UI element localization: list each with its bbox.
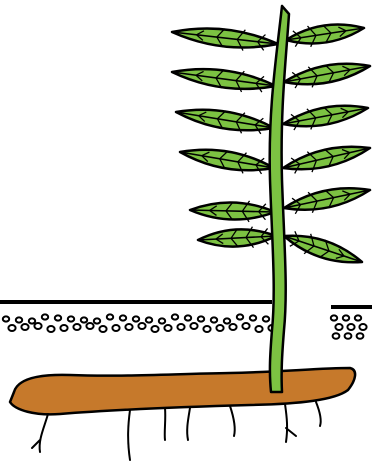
rhizome-body (10, 368, 355, 414)
leaflet (198, 227, 276, 248)
pebble (331, 315, 337, 320)
root-6 (285, 404, 296, 442)
pebble (86, 323, 93, 329)
pebble (263, 316, 269, 321)
pebble (99, 326, 106, 332)
pebble (347, 324, 354, 330)
root-4 (187, 408, 190, 440)
pebble (159, 318, 165, 323)
pebble (68, 316, 74, 321)
pebble (190, 323, 197, 329)
pebble (177, 324, 184, 330)
pebble (357, 333, 364, 339)
leaflet (190, 201, 275, 222)
pebble (8, 325, 15, 331)
pebble (255, 326, 262, 332)
pebble (211, 317, 217, 322)
pebble (237, 314, 243, 319)
leaflet (284, 64, 370, 88)
pebble (185, 315, 191, 320)
pebble (42, 314, 48, 319)
leaflet (176, 110, 274, 134)
pebble (16, 317, 22, 322)
soil-line-left (0, 300, 272, 304)
pebble (242, 323, 249, 329)
pebble (333, 333, 340, 339)
root-5 (230, 406, 235, 436)
pebble (133, 316, 139, 321)
pebble (343, 315, 349, 320)
pebble (151, 326, 158, 332)
pebble (47, 326, 54, 332)
leaflet (284, 188, 370, 214)
rhizome (10, 368, 355, 414)
pebble (55, 315, 61, 320)
pebble (112, 325, 119, 331)
pebble (107, 314, 113, 319)
pebble (216, 325, 223, 331)
leaflet (172, 28, 278, 50)
pebble (3, 316, 9, 321)
stem-body (270, 6, 289, 392)
stem (270, 6, 289, 392)
pebble (164, 325, 171, 331)
root-7 (316, 402, 321, 426)
leaflet (283, 147, 370, 174)
pebble (81, 317, 87, 322)
pebble (138, 323, 145, 329)
pebble (229, 324, 236, 330)
pebble (60, 325, 67, 331)
soil-line-right (331, 305, 372, 309)
pebble (29, 318, 35, 323)
pebble (203, 326, 210, 332)
pebble (335, 324, 342, 330)
root-3 (165, 408, 166, 440)
pebble (34, 323, 41, 329)
root-1 (32, 414, 48, 452)
leaflet (286, 25, 364, 47)
pebble (94, 318, 100, 323)
leaflet (284, 231, 362, 262)
pebble (120, 315, 126, 320)
pebble (73, 324, 80, 330)
leaflet (172, 69, 276, 92)
pebble (125, 324, 132, 330)
pebble (250, 315, 256, 320)
pebble (355, 315, 361, 320)
leaflet (283, 106, 368, 130)
pebble (198, 316, 204, 321)
pebble (345, 333, 352, 339)
pebble (146, 317, 152, 322)
leaflet (180, 150, 274, 174)
pebble (359, 324, 366, 330)
root-2 (128, 410, 130, 460)
pebble (172, 314, 178, 319)
pebble (21, 324, 28, 330)
pebble (224, 318, 230, 323)
soil-pebbles (3, 314, 367, 338)
soil-surface (0, 300, 372, 309)
